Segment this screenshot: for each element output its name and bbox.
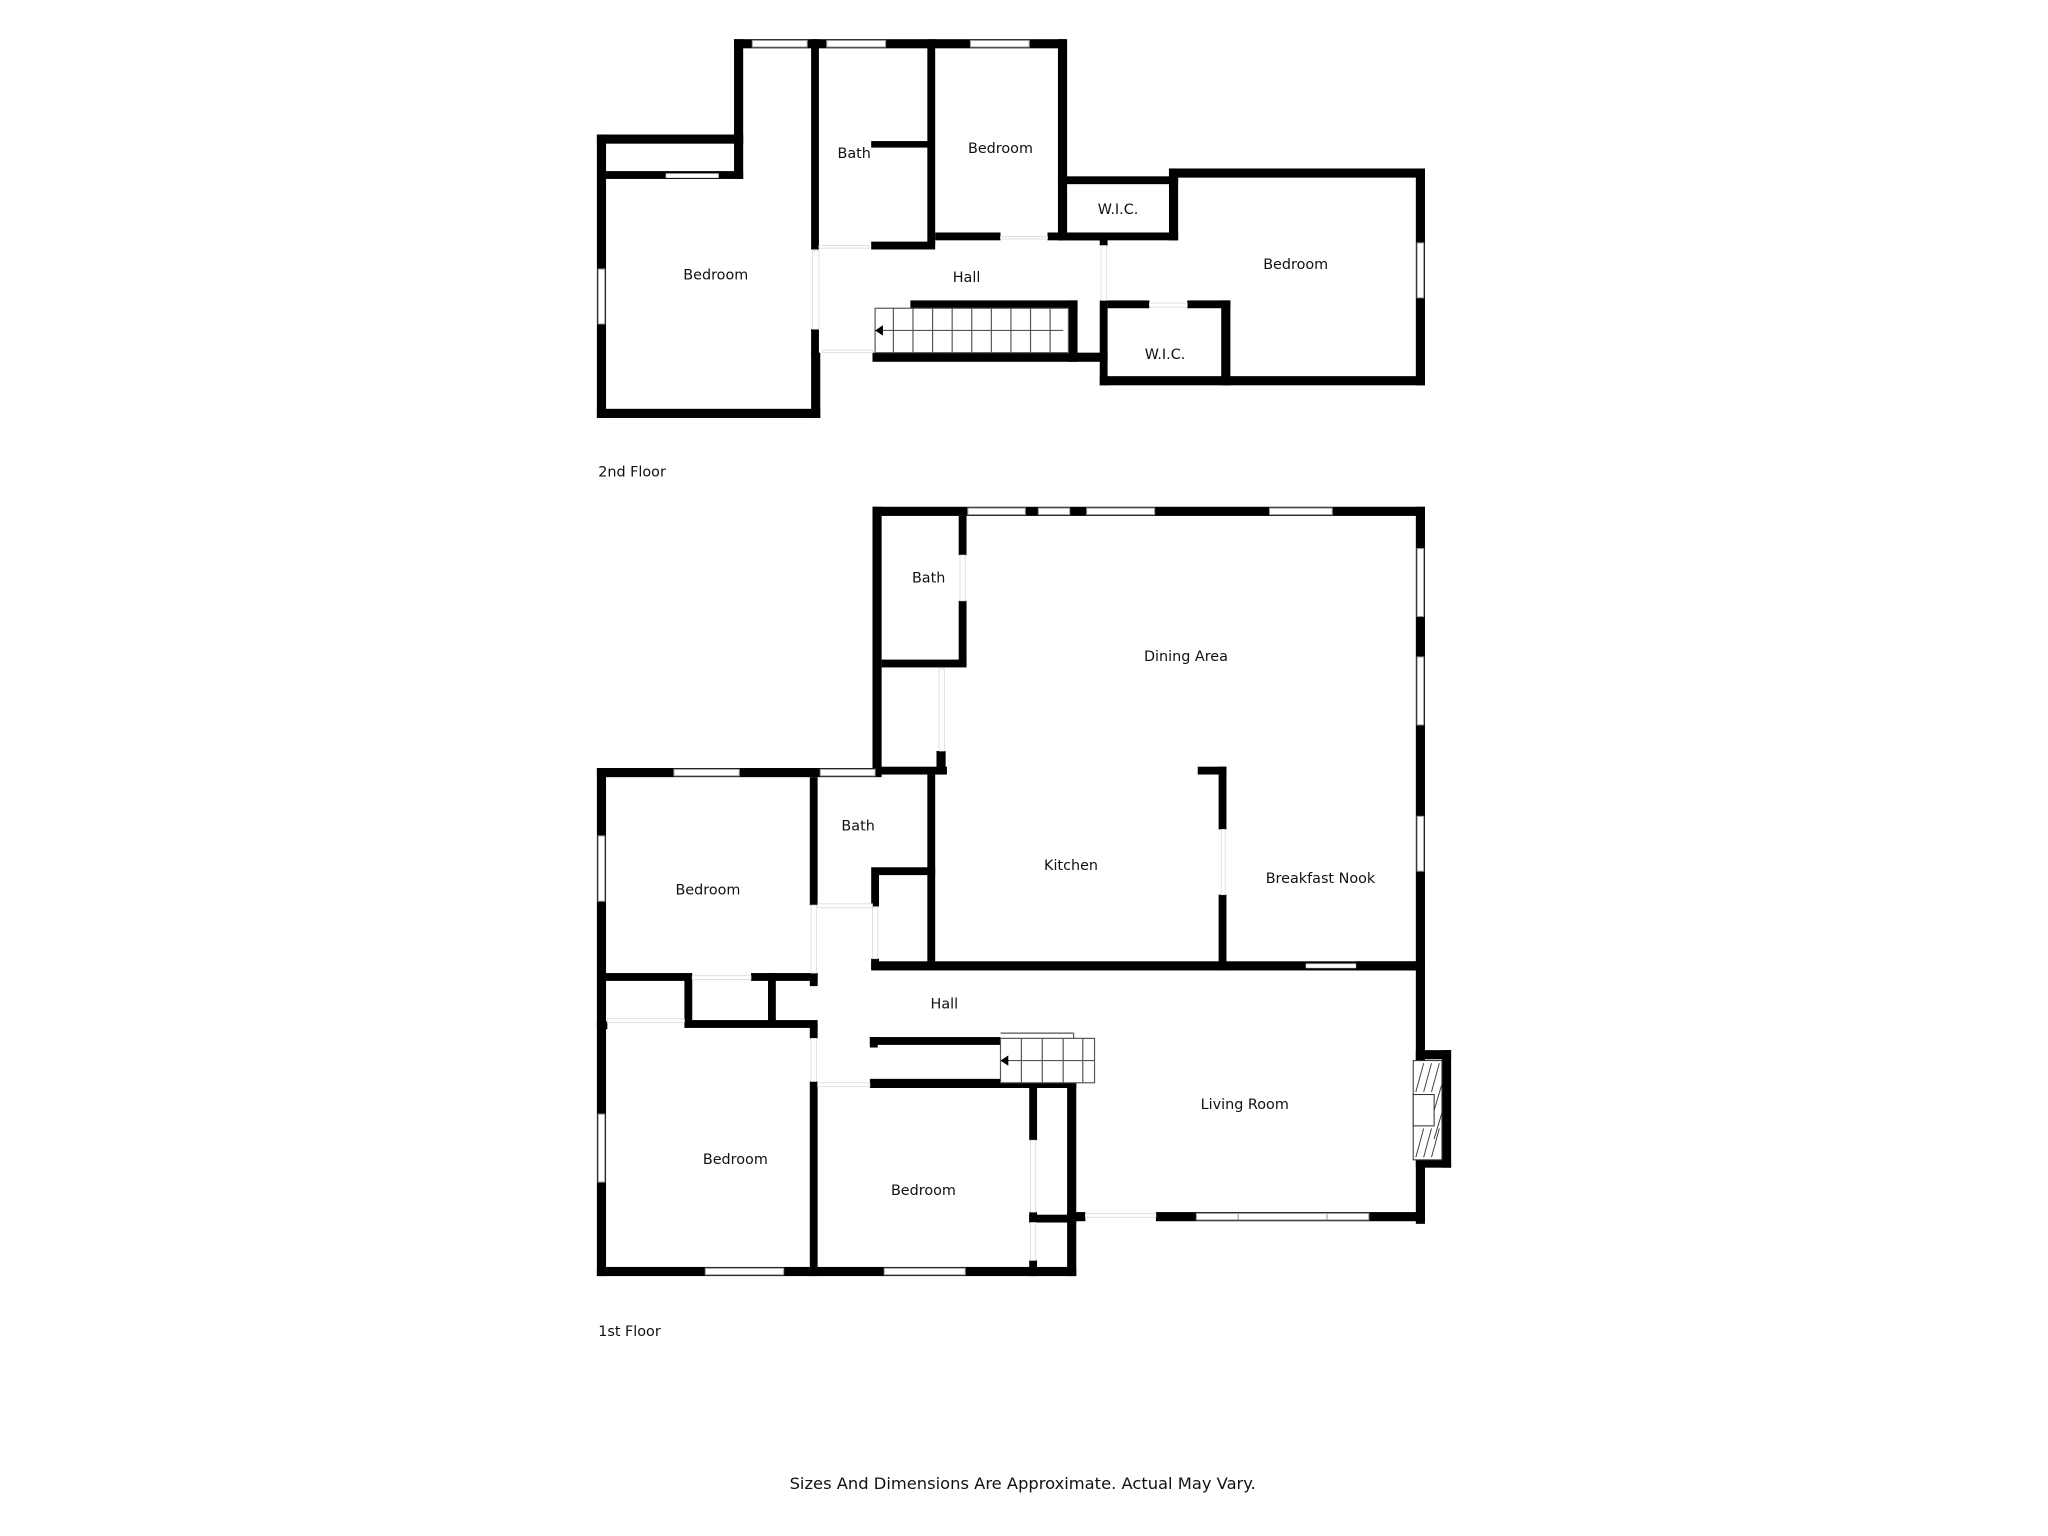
room-label: Bedroom: [1263, 257, 1328, 273]
room-label: Bedroom: [675, 883, 740, 899]
room-label: Bath: [838, 146, 871, 162]
room-label: Bath: [841, 819, 874, 835]
room-label: Dining Area: [1144, 649, 1228, 665]
fireplace-icon: [1412, 1060, 1443, 1161]
room-label: Bath: [912, 571, 945, 587]
room-label: Living Room: [1201, 1097, 1289, 1113]
stair-arrow-icon: [1000, 1055, 1009, 1066]
disclaimer-text: Sizes And Dimensions Are Approximate. Ac…: [790, 1474, 1256, 1493]
room-label: Bedroom: [968, 141, 1033, 157]
room-label: Bedroom: [703, 1152, 768, 1168]
stair-arrow-icon: [875, 325, 883, 336]
room-label: W.I.C.: [1098, 202, 1139, 218]
floor-label-1st: 1st Floor: [598, 1324, 661, 1340]
floor-label-2nd: 2nd Floor: [598, 465, 666, 481]
room-label: W.I.C.: [1145, 347, 1186, 363]
room-label: Hall: [931, 996, 959, 1012]
room-label: Hall: [953, 270, 981, 286]
staircase-2nd: [874, 307, 1069, 354]
staircase-1st: [999, 1032, 1096, 1084]
first-floor-plan: Bath Dining Area Bedroom Bath Kitchen Br…: [596, 506, 1452, 1340]
room-label: Breakfast Nook: [1266, 871, 1376, 887]
second-floor-plan: Bedroom Bath Bedroom Hall W.I.C. Bedroom…: [596, 39, 1425, 481]
room-label: Bedroom: [891, 1183, 956, 1199]
room-label: Bedroom: [683, 268, 748, 284]
room-label: Kitchen: [1044, 858, 1098, 874]
